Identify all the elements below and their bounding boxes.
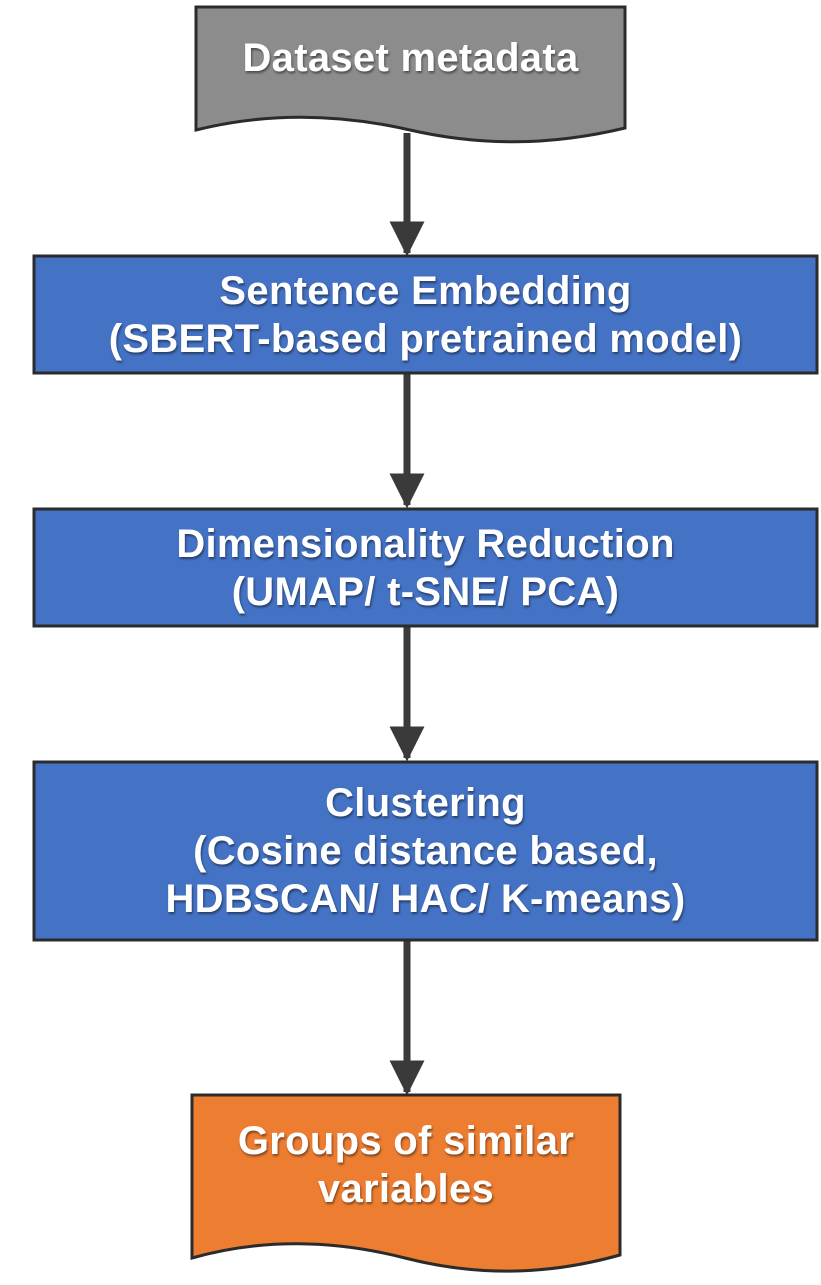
output-node-shape [190,1093,622,1273]
embedding-node-shape [32,254,819,375]
start-node-shape [194,5,627,144]
reduction-node-shape [32,507,819,628]
clustering-node-shape [32,760,819,942]
